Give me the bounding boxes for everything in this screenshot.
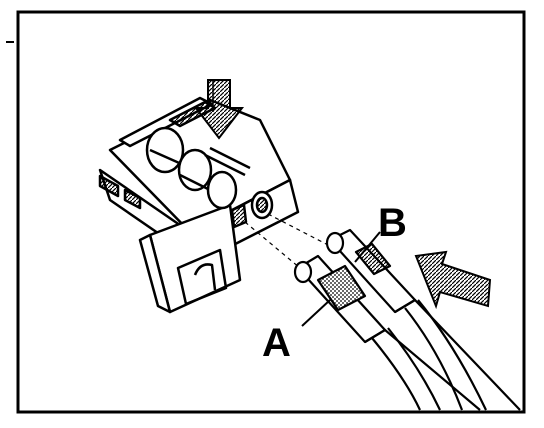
callout-a-leader <box>301 299 331 327</box>
figure-border <box>16 10 526 414</box>
callout-a-label: A <box>262 321 291 365</box>
callout-b-label: B <box>378 201 407 245</box>
left-arrow-icon <box>414 250 492 310</box>
down-arrow-icon <box>193 79 245 140</box>
callout-b-leader <box>354 231 381 263</box>
connector-housing <box>98 96 300 314</box>
cable-pair <box>371 299 487 411</box>
plug-a <box>293 254 481 411</box>
insertion-guides <box>244 213 331 269</box>
